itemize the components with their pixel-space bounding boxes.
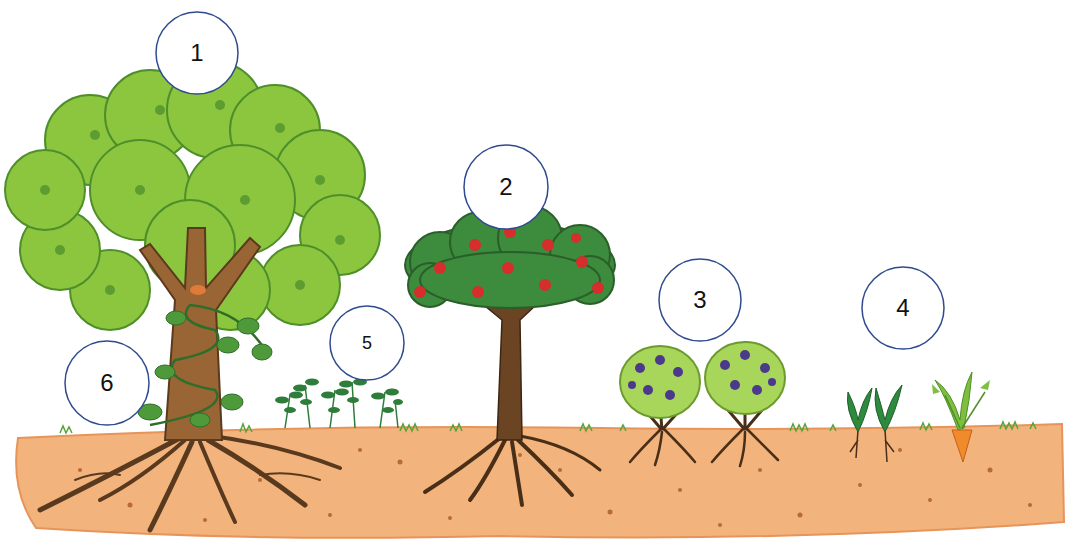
shrub-roots [630,430,778,466]
trunk-knot [190,285,206,295]
vine-leaves [138,311,272,427]
callout-number: 6 [100,371,113,395]
callout-circle: 6 [64,340,150,426]
callout-circle: 5 [329,305,405,381]
tree-roots [40,436,340,530]
callout-number: 1 [190,41,203,65]
tree-canopy [5,62,380,330]
callout-circle: 4 [861,266,945,350]
soil [16,424,1064,538]
callout-circle: 3 [658,258,742,342]
shrubs [620,342,785,418]
callout-number: 2 [499,175,512,199]
circle-shape [464,145,548,229]
carrot [932,372,990,462]
circle-shape [330,306,404,380]
circle-shape [156,12,238,94]
circle-shape [659,259,741,341]
vine-stem [150,305,265,425]
callout-number: 4 [896,296,909,320]
herbs [275,379,403,429]
circle-shape [862,267,944,349]
callout-number: 5 [362,334,372,352]
callout-circle: 2 [463,144,549,230]
circle-shape [65,341,149,425]
fruit-tree-roots [425,436,600,505]
seedlings [847,385,902,462]
berries [628,350,776,400]
callout-circle: 1 [155,11,239,95]
red-fruits [414,226,604,298]
callout-number: 3 [693,288,706,312]
